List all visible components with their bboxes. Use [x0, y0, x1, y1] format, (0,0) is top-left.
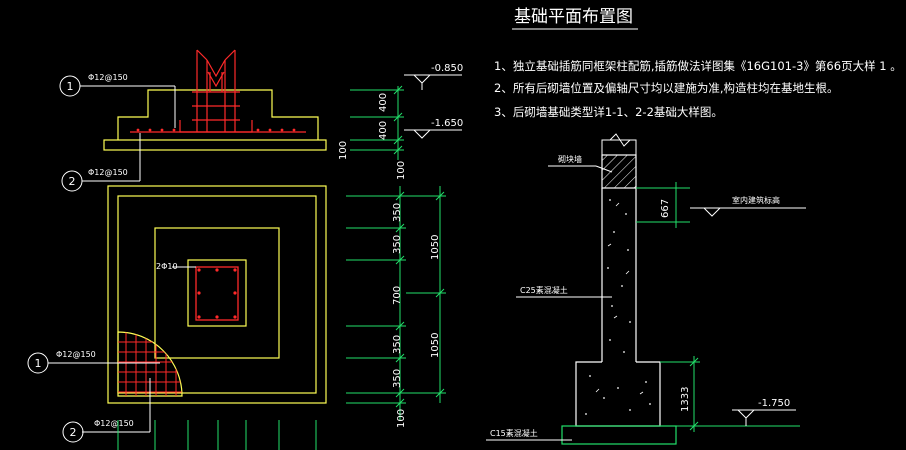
drawing-title: 基础平面布置图: [514, 7, 633, 27]
elevation-top: -0.850: [431, 63, 463, 74]
plan-dim-350c: 350: [392, 335, 403, 354]
elevation-bottom: -1.650: [431, 118, 463, 129]
section-bubble-2: 2: [69, 175, 76, 188]
dim-1333: 1333: [680, 387, 691, 412]
note-1: 1、独立基础插筋同框架柱配筋,插筋做法详图集《16G101-3》第66页大样 1…: [494, 59, 902, 73]
section-rebar-1: Φ12@150: [88, 73, 128, 82]
plan-bubble-1: 1: [35, 357, 42, 370]
foundation-section: 1 Φ12@150 2 Φ12@150 400 400 100 100 -0.8…: [59, 49, 463, 192]
plan-dim-700: 700: [392, 286, 403, 305]
section-dim-400a: 400: [378, 93, 389, 112]
elevation-1750: -1.750: [758, 398, 790, 409]
plan-dim-350a: 350: [392, 203, 403, 222]
section-bubble-1: 1: [67, 80, 74, 93]
plan-dim-100: 100: [396, 409, 407, 428]
plan-dim-1050a: 1050: [430, 235, 441, 260]
floor-level-label: 室内建筑标高: [732, 195, 780, 205]
note-3: 3、后砌墙基础类型详1-1、2-2基础大样图。: [494, 105, 723, 119]
section-rebar-2: Φ12@150: [88, 168, 128, 177]
plan-rebar-2: Φ12@150: [94, 419, 134, 428]
plan-bubble-2: 2: [70, 426, 77, 439]
note-2: 2、所有后砌墙位置及偏轴尺寸均以建施为准,构造柱均在基地生根。: [494, 81, 838, 95]
plan-rebar-1: Φ12@150: [56, 350, 96, 359]
plan-dim-350b: 350: [392, 235, 403, 254]
column-rebar-label: 2Φ10: [156, 262, 178, 271]
dim-667: 667: [660, 199, 671, 218]
plan-dim-1050b: 1050: [430, 333, 441, 358]
c25-label: C25素混凝土: [520, 285, 568, 295]
section-dim-100b: 100: [396, 161, 407, 180]
foundation-plan: 2Φ10 1 Φ12@150 2 Φ12@150: [27, 185, 446, 450]
wall-label: 砌块墙: [558, 154, 582, 164]
section-dim-100a: 100: [338, 141, 349, 160]
plan-dim-350d: 350: [392, 369, 403, 388]
wall-foundation-detail: 砌块墙 667 室内建筑标高 C25素混凝土 1333 -1.750 C15素混…: [486, 133, 806, 445]
c15-label: C15素混凝土: [490, 428, 538, 438]
section-dim-400b: 400: [378, 121, 389, 140]
